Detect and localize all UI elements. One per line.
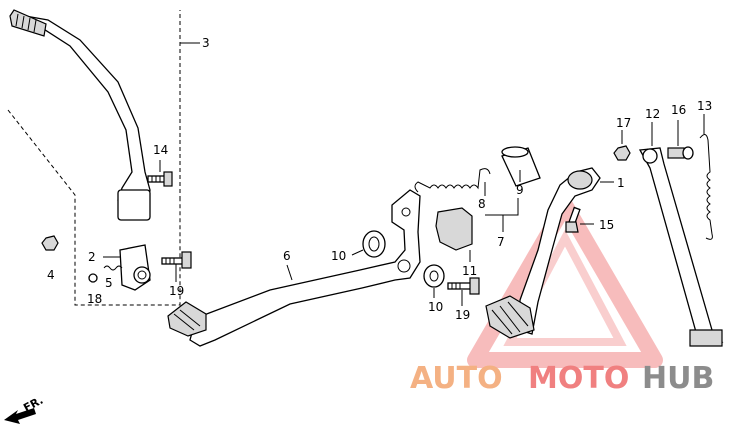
gear-change-pedal-6 (167, 189, 421, 347)
callout-15: 15 (599, 218, 614, 232)
callout-19-left: 19 (169, 284, 184, 298)
washer-10-left (351, 230, 386, 258)
washer-10-right (423, 264, 445, 298)
spring-13 (699, 114, 713, 240)
collar-9 (501, 146, 541, 187)
callout-11: 11 (462, 264, 477, 278)
spring-8 (414, 168, 491, 196)
callout-9: 9 (516, 183, 524, 197)
callout-1: 1 (617, 176, 625, 190)
callout-14: 14 (153, 143, 168, 157)
bolt-15 (565, 206, 594, 233)
callout-10-left: 10 (331, 249, 346, 263)
spring-5 (103, 265, 123, 271)
nut-17 (613, 130, 631, 161)
watermark-moto: MOTO (528, 361, 629, 396)
side-stand-12 (638, 122, 724, 347)
callout-6: 6 (283, 249, 291, 263)
callout-7: 7 (497, 235, 505, 249)
pivot-bracket-2 (103, 244, 151, 291)
step-arm-1 (485, 167, 614, 339)
callout-8: 8 (478, 197, 486, 211)
watermark-auto: AUTO (410, 361, 503, 396)
watermark-hub: HUB (642, 361, 714, 396)
pivot-bolt-16 (667, 120, 694, 160)
callout-13: 13 (697, 99, 712, 113)
kickstarter-arm (9, 9, 151, 221)
pin-18 (88, 273, 98, 283)
callout-4: 4 (47, 268, 55, 282)
nut-4 (41, 235, 59, 251)
bolt-14 (147, 160, 173, 187)
callout-17: 17 (616, 116, 631, 130)
callout-10-right: 10 (428, 300, 443, 314)
watermark-logo: AUTO MOTO HUB (410, 361, 714, 396)
bolt-19-left (161, 251, 192, 282)
callout-2: 2 (88, 250, 96, 264)
callout-16: 16 (671, 103, 686, 117)
callout-labels: 3 14 2 4 5 18 19 6 10 8 9 7 11 10 19 1 1… (47, 36, 712, 322)
callout-12: 12 (645, 107, 660, 121)
callout-18: 18 (87, 292, 102, 306)
bolt-19-right (447, 277, 480, 306)
callout-19-right: 19 (455, 308, 470, 322)
rubber-11 (435, 207, 473, 262)
front-arrow-icon (4, 408, 36, 424)
kickstarter-group-outline (7, 10, 200, 306)
group-7-bracket (485, 198, 519, 232)
callout-3: 3 (202, 36, 210, 50)
callout-5: 5 (105, 276, 113, 290)
watermark-triangle (467, 197, 663, 368)
